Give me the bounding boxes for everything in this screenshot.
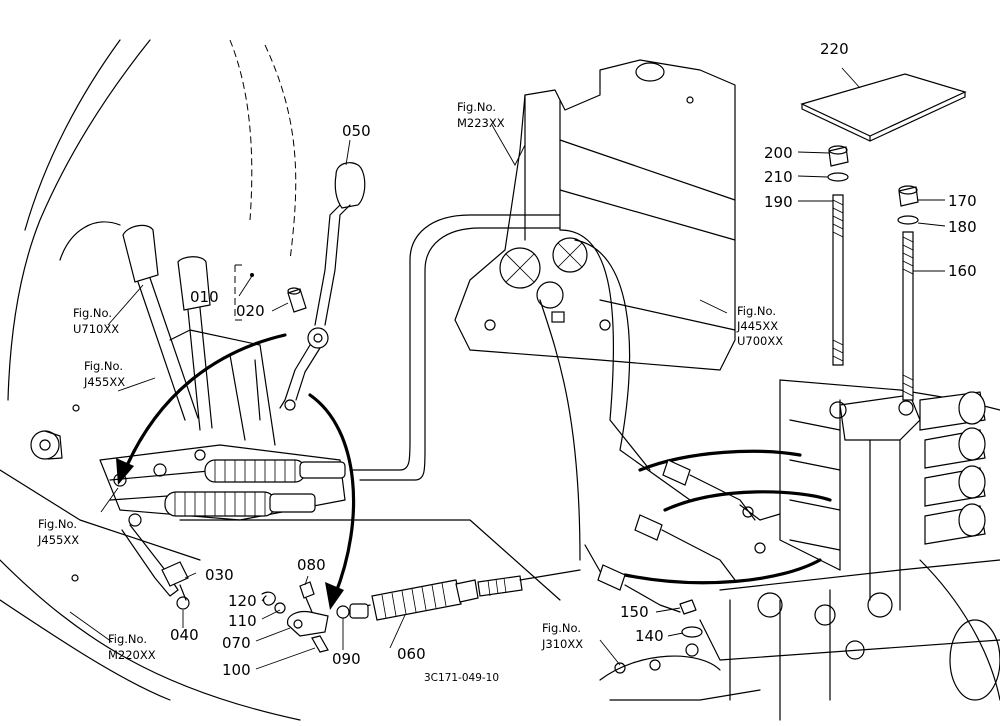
figure-references: Fig.No. U710XX Fig.No. J455XX Fig.No. J4…: [37, 100, 783, 662]
callout-090: 090: [332, 650, 361, 668]
fig-ref-prefix: Fig.No.: [108, 632, 147, 646]
part-220-sheet: [800, 73, 967, 142]
fig-ref-m220: M220XX: [108, 648, 156, 662]
callout-180: 180: [948, 218, 977, 236]
fig-ref-j445: J445XX: [736, 319, 778, 333]
fig-ref-j455-top: J455XX: [83, 375, 125, 389]
callout-110: 110: [228, 612, 257, 630]
fig-ref-prefix: Fig.No.: [84, 359, 123, 373]
callout-100: 100: [222, 661, 251, 679]
part-150-clip: [679, 599, 697, 615]
part-170-nut: [898, 185, 919, 207]
fig-ref-j455-bottom: J455XX: [37, 533, 79, 547]
part-160-stud: [902, 231, 914, 401]
callout-070: 070: [222, 634, 251, 652]
callout-200: 200: [764, 144, 793, 162]
lever-bracket: [30, 404, 206, 610]
part-210-washer: [827, 172, 849, 182]
callout-060: 060: [397, 645, 426, 663]
assembly-arrows: [116, 333, 356, 610]
lever-knob-left: [122, 224, 159, 283]
fig-ref-u700: U700XX: [737, 334, 783, 348]
fender-outline: [0, 39, 561, 721]
part-060-cable: [344, 569, 581, 621]
part-120-clip: [261, 591, 276, 606]
fig-ref-m223: M223XX: [457, 116, 505, 130]
part-110-washer: [274, 602, 286, 614]
fig-ref-prefix: Fig.No.: [73, 306, 112, 320]
part-190-stud: [832, 194, 844, 366]
part-040-bolt: [176, 596, 190, 610]
callout-170: 170: [948, 192, 977, 210]
part-140-150: [679, 599, 703, 657]
fig-ref-prefix: Fig.No.: [542, 621, 581, 635]
part-020-bushing: [287, 287, 307, 313]
callout-120: 120: [228, 592, 257, 610]
fig-ref-u710: U710XX: [73, 322, 119, 336]
lever-knob-mid: [177, 256, 211, 311]
part-100-pin: [311, 635, 329, 653]
fig-ref-prefix: Fig.No.: [737, 304, 776, 318]
callout-030: 030: [205, 566, 234, 584]
part-070-clevis: [286, 610, 329, 637]
part-140-washer: [681, 626, 703, 638]
callout-080: 080: [297, 556, 326, 574]
transmission-case: [454, 59, 736, 371]
fig-ref-j310: J310XX: [541, 637, 583, 651]
callout-020: 020: [236, 302, 265, 320]
callout-050: 050: [342, 122, 371, 140]
part-080-pin: [299, 581, 315, 599]
control-valve-block: [599, 379, 1000, 721]
leader-lines: [69, 67, 946, 670]
callout-140: 140: [635, 627, 664, 645]
callout-150: 150: [620, 603, 649, 621]
part-180-washer: [897, 215, 919, 225]
callout-labels: 010 020 030 040 050 060 070 080 090 100 …: [170, 40, 977, 679]
part-090-nut: [336, 605, 350, 619]
callout-160: 160: [948, 262, 977, 280]
part-010-bracket: [234, 264, 254, 321]
part-050-lever: [279, 162, 366, 411]
fig-ref-prefix: Fig.No.: [457, 100, 496, 114]
callout-210: 210: [764, 168, 793, 186]
callout-010: 010: [190, 288, 219, 306]
callout-190: 190: [764, 193, 793, 211]
shift-lever-cluster: [99, 224, 346, 521]
callout-220: 220: [820, 40, 849, 58]
clevis-hardware: [261, 581, 350, 653]
lever-springs: [164, 459, 346, 517]
part-200-nut: [828, 145, 849, 167]
callout-040: 040: [170, 626, 199, 644]
control-cables: [349, 214, 832, 585]
part-030-link: [161, 561, 189, 587]
drawing-code: 3C171-049-10: [424, 672, 499, 684]
fig-ref-prefix: Fig.No.: [38, 517, 77, 531]
cable-ends-valve: [597, 459, 781, 613]
